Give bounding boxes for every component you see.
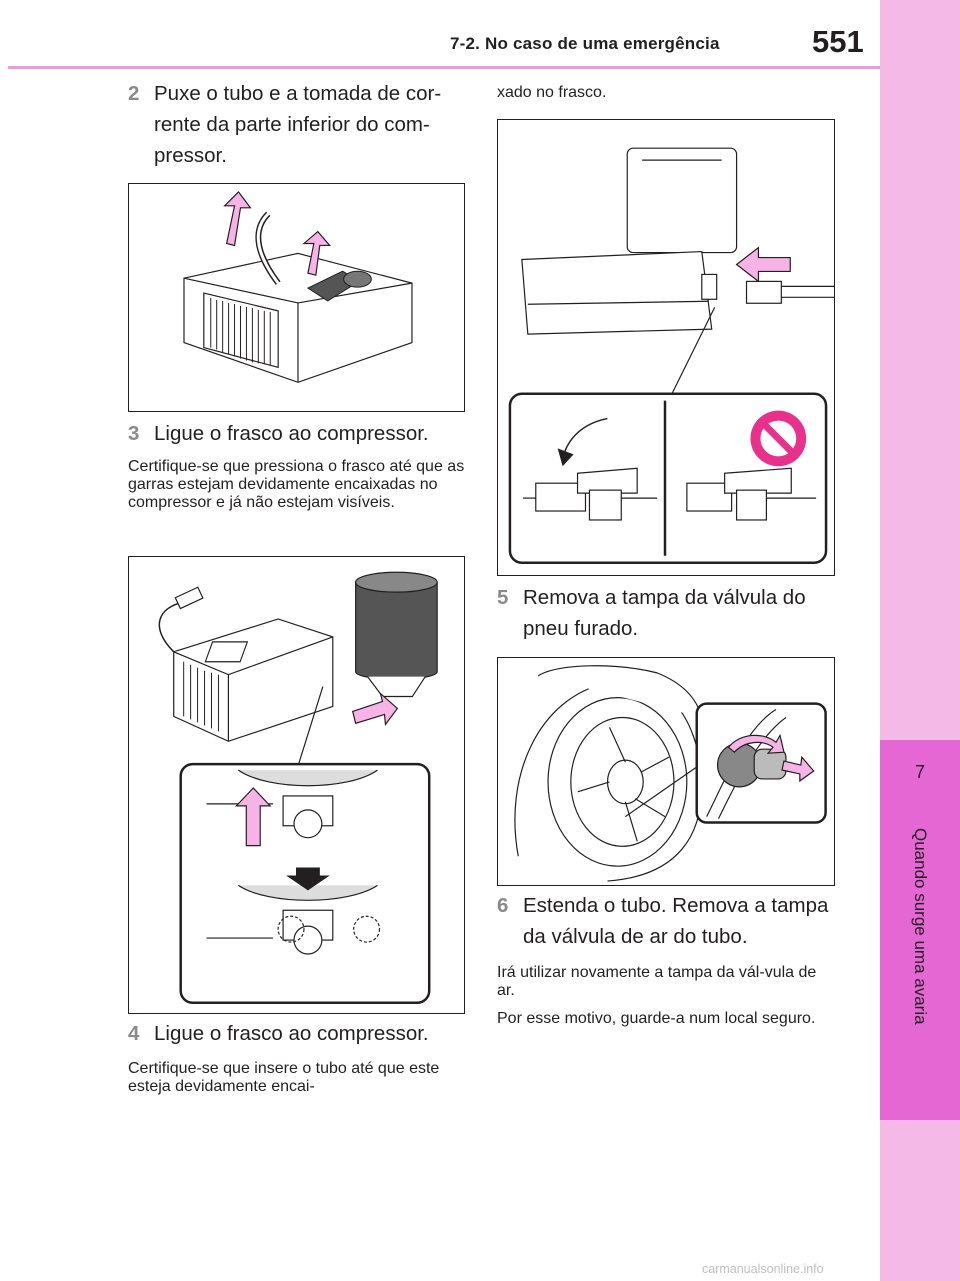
chapter-side-tab: 7 Quando surge uma avaria: [880, 0, 960, 1281]
watermark: carmanualsonline.info: [702, 1262, 824, 1276]
header-rule: [8, 66, 880, 69]
step-text: Ligue o frasco ao compressor.: [154, 1022, 429, 1045]
tube-insertion-illustration: [508, 147, 834, 564]
step-text: Puxe o tubo e a tomada de cor-rente da p…: [154, 82, 442, 167]
step-3: 3 Ligue o frasco ao compressor.: [128, 418, 473, 449]
step-6-note-1: Irá utilizar novamente a tampa da vál-vu…: [497, 964, 817, 999]
bottle-connect-illustration: [158, 571, 438, 1004]
step-number: 3: [128, 422, 140, 445]
figure-compressor-pull-tube: [128, 183, 465, 412]
valve-cap-illustration: [514, 665, 827, 882]
step-3-note: Certifique-se que pressiona o frasco até…: [128, 458, 465, 511]
step-6-note-2: Por esse motivo, guarde-a num local segu…: [497, 1010, 816, 1027]
step-6: 6 Estenda o tubo. Remova a tampa da válv…: [497, 890, 842, 952]
figure-remove-valve-cap: [497, 657, 835, 886]
step-2: 2 Puxe o tubo e a tomada de cor-rente da…: [128, 78, 473, 171]
step-text: Remova a tampa da válvula do pneu furado…: [523, 586, 806, 640]
step-4: 4 Ligue o frasco ao compressor.: [128, 1018, 473, 1049]
side-tab-active-chapter[interactable]: [880, 740, 960, 1120]
chapter-title: Quando surge uma avaria: [911, 828, 930, 1025]
step-4-note-continued: xado no frasco.: [497, 84, 607, 101]
step-text: Estenda o tubo. Remova a tampa da válvul…: [523, 894, 829, 948]
step-number: 2: [128, 82, 140, 105]
step-text: Ligue o frasco ao compressor.: [154, 422, 429, 445]
compressor-pull-illustration: [183, 191, 413, 383]
side-tab-upper: [880, 0, 960, 740]
step-number: 6: [497, 894, 509, 917]
figure-bottle-to-compressor: [128, 556, 465, 1014]
section-title: 7-2. No caso de uma emergência: [450, 34, 720, 53]
figure-tube-insertion: [497, 119, 835, 576]
page-number: 551: [812, 24, 864, 59]
side-tab-lower: [880, 1120, 960, 1281]
step-4-note: Certifique-se que insere o tubo até que …: [128, 1060, 440, 1095]
step-number: 4: [128, 1022, 140, 1045]
step-number: 5: [497, 586, 509, 609]
chapter-number: 7: [914, 762, 925, 782]
step-5: 5 Remova a tampa da válvula do pneu fura…: [497, 582, 842, 644]
